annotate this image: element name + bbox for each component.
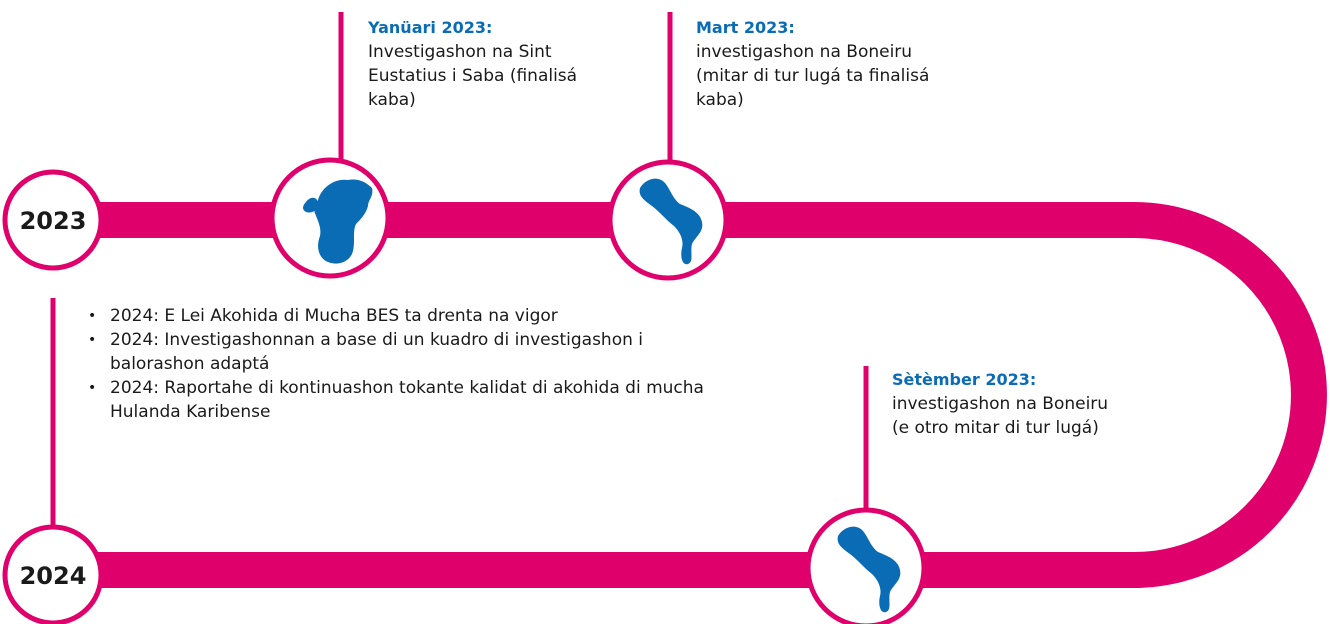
event-node-mar [607, 159, 729, 281]
list-item: 2024: E Lei Akohida di Mucha BES ta dren… [84, 304, 730, 328]
event-date-mar: Mart 2023: [696, 18, 795, 37]
event-jan: Yanüari 2023: Investigashon na Sint Eust… [368, 16, 668, 112]
timeline-track [52, 202, 1327, 588]
event-text-jan: Investigashon na Sint Eustatius i Saba (… [368, 42, 578, 110]
event-text-mar: investigashon na Boneiru (mitar di tur l… [696, 42, 930, 110]
event-date-sep: Sètèmber 2023: [892, 370, 1037, 389]
list-item: 2024: Investigashonnan a base di un kuad… [84, 328, 730, 376]
year-marker-2024: 2024 [2, 524, 104, 624]
event-text-sep: investigashon na Boneiru (e otro mitar d… [892, 394, 1109, 438]
year-label-2023: 2023 [20, 207, 87, 235]
event-node-sep [805, 507, 927, 624]
event-date-jan: Yanüari 2023: [368, 18, 493, 37]
year-label-2024: 2024 [20, 562, 87, 590]
milestones-2024-list: 2024: E Lei Akohida di Mucha BES ta dren… [84, 304, 730, 424]
bonaire-island-icon-sep [837, 526, 901, 613]
saba-statia-islands-icon [303, 179, 373, 264]
event-mar: Mart 2023: investigashon na Boneiru (mit… [696, 16, 996, 112]
event-node-jan [269, 157, 391, 279]
event-sep: Sètèmber 2023: investigashon na Boneiru … [892, 368, 1192, 440]
list-item: 2024: Raportahe di kontinuashon tokante … [84, 376, 730, 424]
year-marker-2023: 2023 [2, 169, 104, 271]
bonaire-island-icon-mar [639, 178, 703, 265]
